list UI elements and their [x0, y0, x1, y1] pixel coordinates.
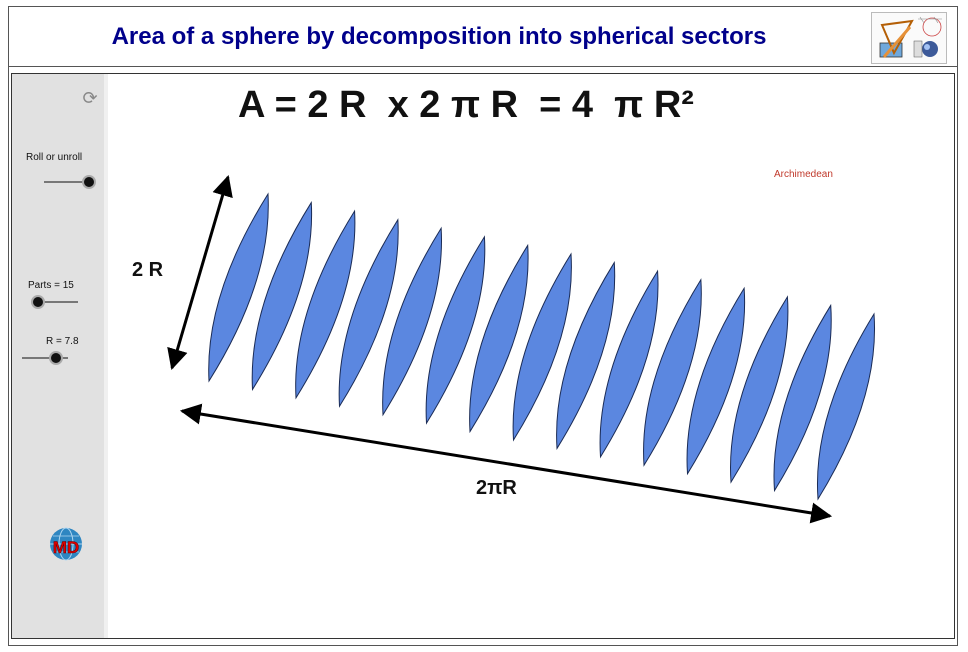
- md-logo: MD: [48, 526, 84, 567]
- geometry-tools-icon: [879, 16, 942, 58]
- roll-slider-label: Roll or unroll: [26, 152, 83, 163]
- height-arrow: [167, 174, 233, 371]
- gore-sector: [251, 200, 313, 392]
- globe-icon: MD: [50, 527, 82, 561]
- area-formula: A = 2 R x 2 π R = 4 π R²: [238, 84, 694, 126]
- radius-slider-knob[interactable]: [49, 351, 63, 365]
- height-label: 2 R: [132, 259, 164, 281]
- parts-slider-track[interactable]: [34, 301, 78, 303]
- header: Area of a sphere by decomposition into s…: [9, 7, 957, 67]
- radius-slider-track[interactable]: [22, 357, 68, 359]
- archimedean-tag: Archimedean: [774, 169, 833, 180]
- radius-slider-label: R = 7.8: [46, 336, 79, 347]
- sphere-gores-drawing: [167, 174, 875, 524]
- outer-frame: Area of a sphere by decomposition into s…: [8, 6, 958, 646]
- gores-group: [208, 192, 875, 501]
- geogebra-applet[interactable]: ⟳ Roll or unroll Parts = 15 R = 7.8 MD: [11, 73, 955, 639]
- roll-slider-knob[interactable]: [82, 175, 96, 189]
- parts-slider-label: Parts = 15: [28, 280, 74, 291]
- width-arrow: [179, 403, 833, 524]
- geometry-tools-logo: [871, 12, 947, 64]
- width-label: 2πR: [476, 477, 517, 499]
- control-panel: ⟳ Roll or unroll Parts = 15 R = 7.8 MD: [12, 74, 108, 638]
- parts-slider-knob[interactable]: [31, 295, 45, 309]
- roll-slider-track[interactable]: [44, 181, 90, 183]
- md-logo-text: MD: [53, 538, 79, 557]
- page-title: Area of a sphere by decomposition into s…: [111, 23, 767, 50]
- gore-sector: [295, 209, 356, 400]
- refresh-icon[interactable]: ⟳: [82, 88, 98, 108]
